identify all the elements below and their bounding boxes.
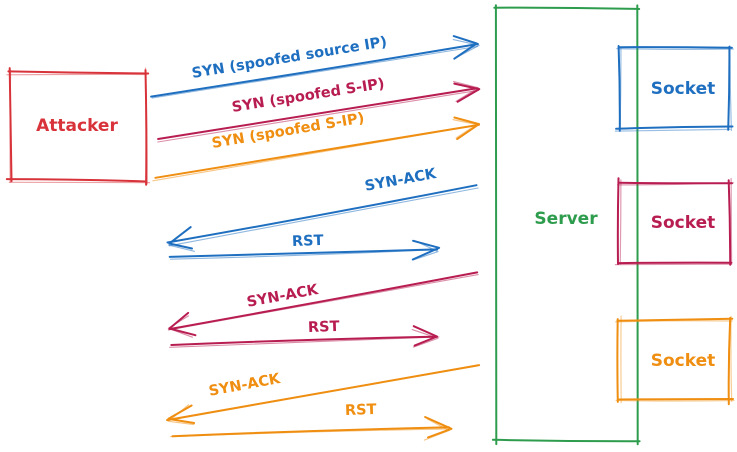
flow-synack-1[interactable] <box>166 184 479 252</box>
attacker-box-edge-0 <box>7 70 150 75</box>
socket-box-1-edge-0 <box>617 46 733 49</box>
socket-box-1-edge-0 <box>616 48 734 50</box>
socket-box-1-edge-1 <box>727 45 731 131</box>
flow-synack-1-stroke <box>168 187 479 247</box>
flow-syn-1-stroke <box>151 45 478 99</box>
boxes-layer <box>5 4 735 446</box>
flow-synack-3-label: SYN-ACK <box>208 371 283 400</box>
flow-rst-1-arrowhead <box>411 239 441 261</box>
attacker-box-edge-2 <box>5 178 148 183</box>
flow-synack-2[interactable] <box>167 271 479 338</box>
socket-box-1-edge-2 <box>615 125 734 130</box>
flow-synack-3-arrowhead <box>167 404 196 424</box>
flow-rst-1-stroke <box>169 249 438 260</box>
flow-syn-2-arrowhead <box>453 82 481 103</box>
attacker-box-edge-3 <box>9 70 12 183</box>
socket-box-2-label: Socket <box>651 213 716 233</box>
socket-box-3-label: Socket <box>651 351 716 371</box>
flow-syn-2-stroke <box>157 89 479 143</box>
flow-synack-2-stroke <box>167 274 479 331</box>
flow-synack-2-stroke <box>168 271 479 331</box>
flows-layer <box>150 35 481 441</box>
flow-syn-2-stroke <box>157 87 478 140</box>
server-box-label: Server <box>534 209 598 229</box>
flow-rst-3-stroke <box>169 428 451 438</box>
flow-rst-1-stroke <box>168 248 439 258</box>
flow-syn-1-arrowhead <box>452 35 478 60</box>
attacker-box-label: Attacker <box>36 116 118 136</box>
flow-syn-2[interactable] <box>157 81 481 143</box>
flow-rst-3-arrowhead <box>423 418 450 441</box>
socket-box-1[interactable] <box>614 45 734 132</box>
flow-synack-2-arrowhead <box>168 311 197 337</box>
server-box[interactable] <box>491 4 641 446</box>
flow-synack-1-stroke <box>166 184 478 244</box>
server-box-edge-0 <box>493 6 641 10</box>
flow-rst-3[interactable] <box>169 416 453 441</box>
socket-box-3-edge-1 <box>730 315 733 402</box>
flow-synack-2-arrowhead <box>167 315 193 338</box>
socket-box-2-edge-1 <box>730 177 733 265</box>
socket-box-1-edge-1 <box>729 45 732 132</box>
flow-synack-3-stroke <box>166 365 478 421</box>
flow-syn-3-arrowhead <box>452 119 478 139</box>
attacker-box[interactable] <box>5 67 151 186</box>
flow-syn-3[interactable] <box>152 116 480 182</box>
flow-synack-3[interactable] <box>166 364 481 426</box>
attacker-box-edge-3 <box>8 67 13 183</box>
flow-rst-2-arrowhead <box>411 329 439 348</box>
flow-rst-1[interactable] <box>168 239 441 261</box>
attacker-box-edge-1 <box>144 67 148 185</box>
flow-syn-3-stroke <box>154 123 480 179</box>
flow-synack-3-arrowhead <box>167 404 195 426</box>
flow-syn-2-arrowhead <box>453 81 479 102</box>
flow-synack-1-label: SYN-ACK <box>364 166 439 195</box>
flow-rst-2-arrowhead <box>412 325 438 347</box>
server-box-edge-1 <box>636 4 639 446</box>
socket-box-2-edge-0 <box>617 182 735 186</box>
flow-syn-3-arrowhead <box>453 116 480 141</box>
flow-rst-2[interactable] <box>169 325 440 348</box>
socket-box-2-edge-1 <box>727 179 732 266</box>
socket-box-3[interactable] <box>615 315 735 406</box>
flow-syn-3-stroke <box>152 124 478 182</box>
socket-box-3-edge-1 <box>727 316 732 406</box>
socket-box-3-edge-0 <box>615 320 733 323</box>
flow-syn-3-label: SYN (spoofed S-IP) <box>211 110 366 152</box>
flow-synack-1-arrowhead <box>168 228 195 252</box>
flow-rst-3-label: RST <box>345 402 377 419</box>
flow-syn-1-arrowhead <box>452 39 480 59</box>
flow-rst-1-arrowhead <box>412 239 439 261</box>
flow-syn-1[interactable] <box>150 35 480 99</box>
flow-rst-3-arrowhead <box>424 416 453 439</box>
socket-box-1-edge-3 <box>619 47 622 132</box>
socket-box-1-edge-2 <box>614 128 731 132</box>
socket-box-1-label: Socket <box>651 79 716 99</box>
socket-box-1-edge-3 <box>617 45 621 132</box>
flow-syn-1-stroke <box>150 43 479 98</box>
socket-box-3-edge-0 <box>616 317 734 322</box>
socket-box-3-edge-2 <box>617 398 734 401</box>
flow-synack-2-label: SYN-ACK <box>246 282 321 311</box>
server-box-edge-2 <box>491 438 641 443</box>
socket-box-2-edge-3 <box>619 179 622 265</box>
flow-rst-2-stroke <box>170 335 438 346</box>
socket-box-2[interactable] <box>614 177 735 266</box>
socket-box-3-edge-2 <box>615 399 735 402</box>
socket-box-2-edge-3 <box>616 177 620 265</box>
flow-rst-1-label: RST <box>292 233 324 250</box>
flow-rst-2-stroke <box>169 336 440 348</box>
flow-rst-2-label: RST <box>308 319 340 336</box>
attacker-box-edge-1 <box>144 69 148 186</box>
